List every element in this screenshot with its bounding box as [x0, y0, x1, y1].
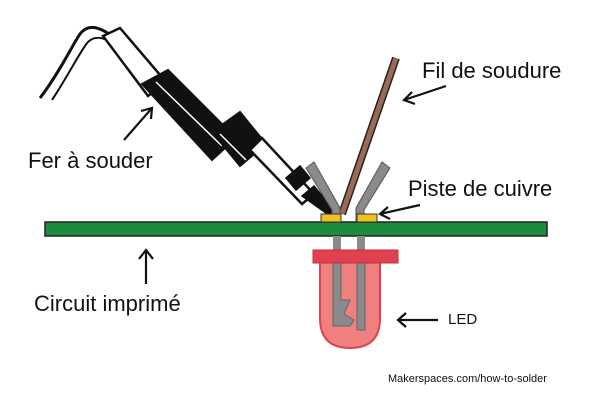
solder-wire-label: Fil de soudure — [422, 58, 562, 83]
led-cathode — [356, 261, 366, 331]
copper-track-label: Piste de cuivre — [408, 176, 553, 201]
iron-cable — [38, 26, 113, 99]
iron-cable-inner — [51, 36, 115, 101]
led — [312, 249, 399, 350]
arrow-icon — [396, 312, 438, 328]
iron-grip-ring-highlight — [219, 133, 247, 161]
iron-shaft-collar — [284, 164, 312, 192]
led-label: LED — [448, 311, 478, 328]
led-rim — [312, 249, 399, 264]
led-body — [319, 261, 381, 350]
soldering-iron-label: Fer à souder — [28, 148, 153, 173]
arrow-icon — [378, 203, 421, 220]
copper-pad-left — [320, 213, 342, 223]
arrow-icon — [138, 248, 154, 284]
arrow-icon — [123, 106, 154, 141]
circuit-board-label: Circuit imprimé — [34, 291, 181, 316]
copper-pad-right — [356, 213, 378, 223]
credit-text: Makerspaces.com/how-to-solder — [388, 373, 547, 385]
circuit-board — [44, 221, 548, 237]
soldering-iron — [101, 26, 338, 217]
iron-handle-highlight — [155, 81, 223, 147]
led-leads-bottom — [333, 236, 365, 254]
solder-wire-core — [339, 57, 399, 215]
arrow-icon — [402, 84, 447, 106]
led-anode — [332, 261, 355, 327]
